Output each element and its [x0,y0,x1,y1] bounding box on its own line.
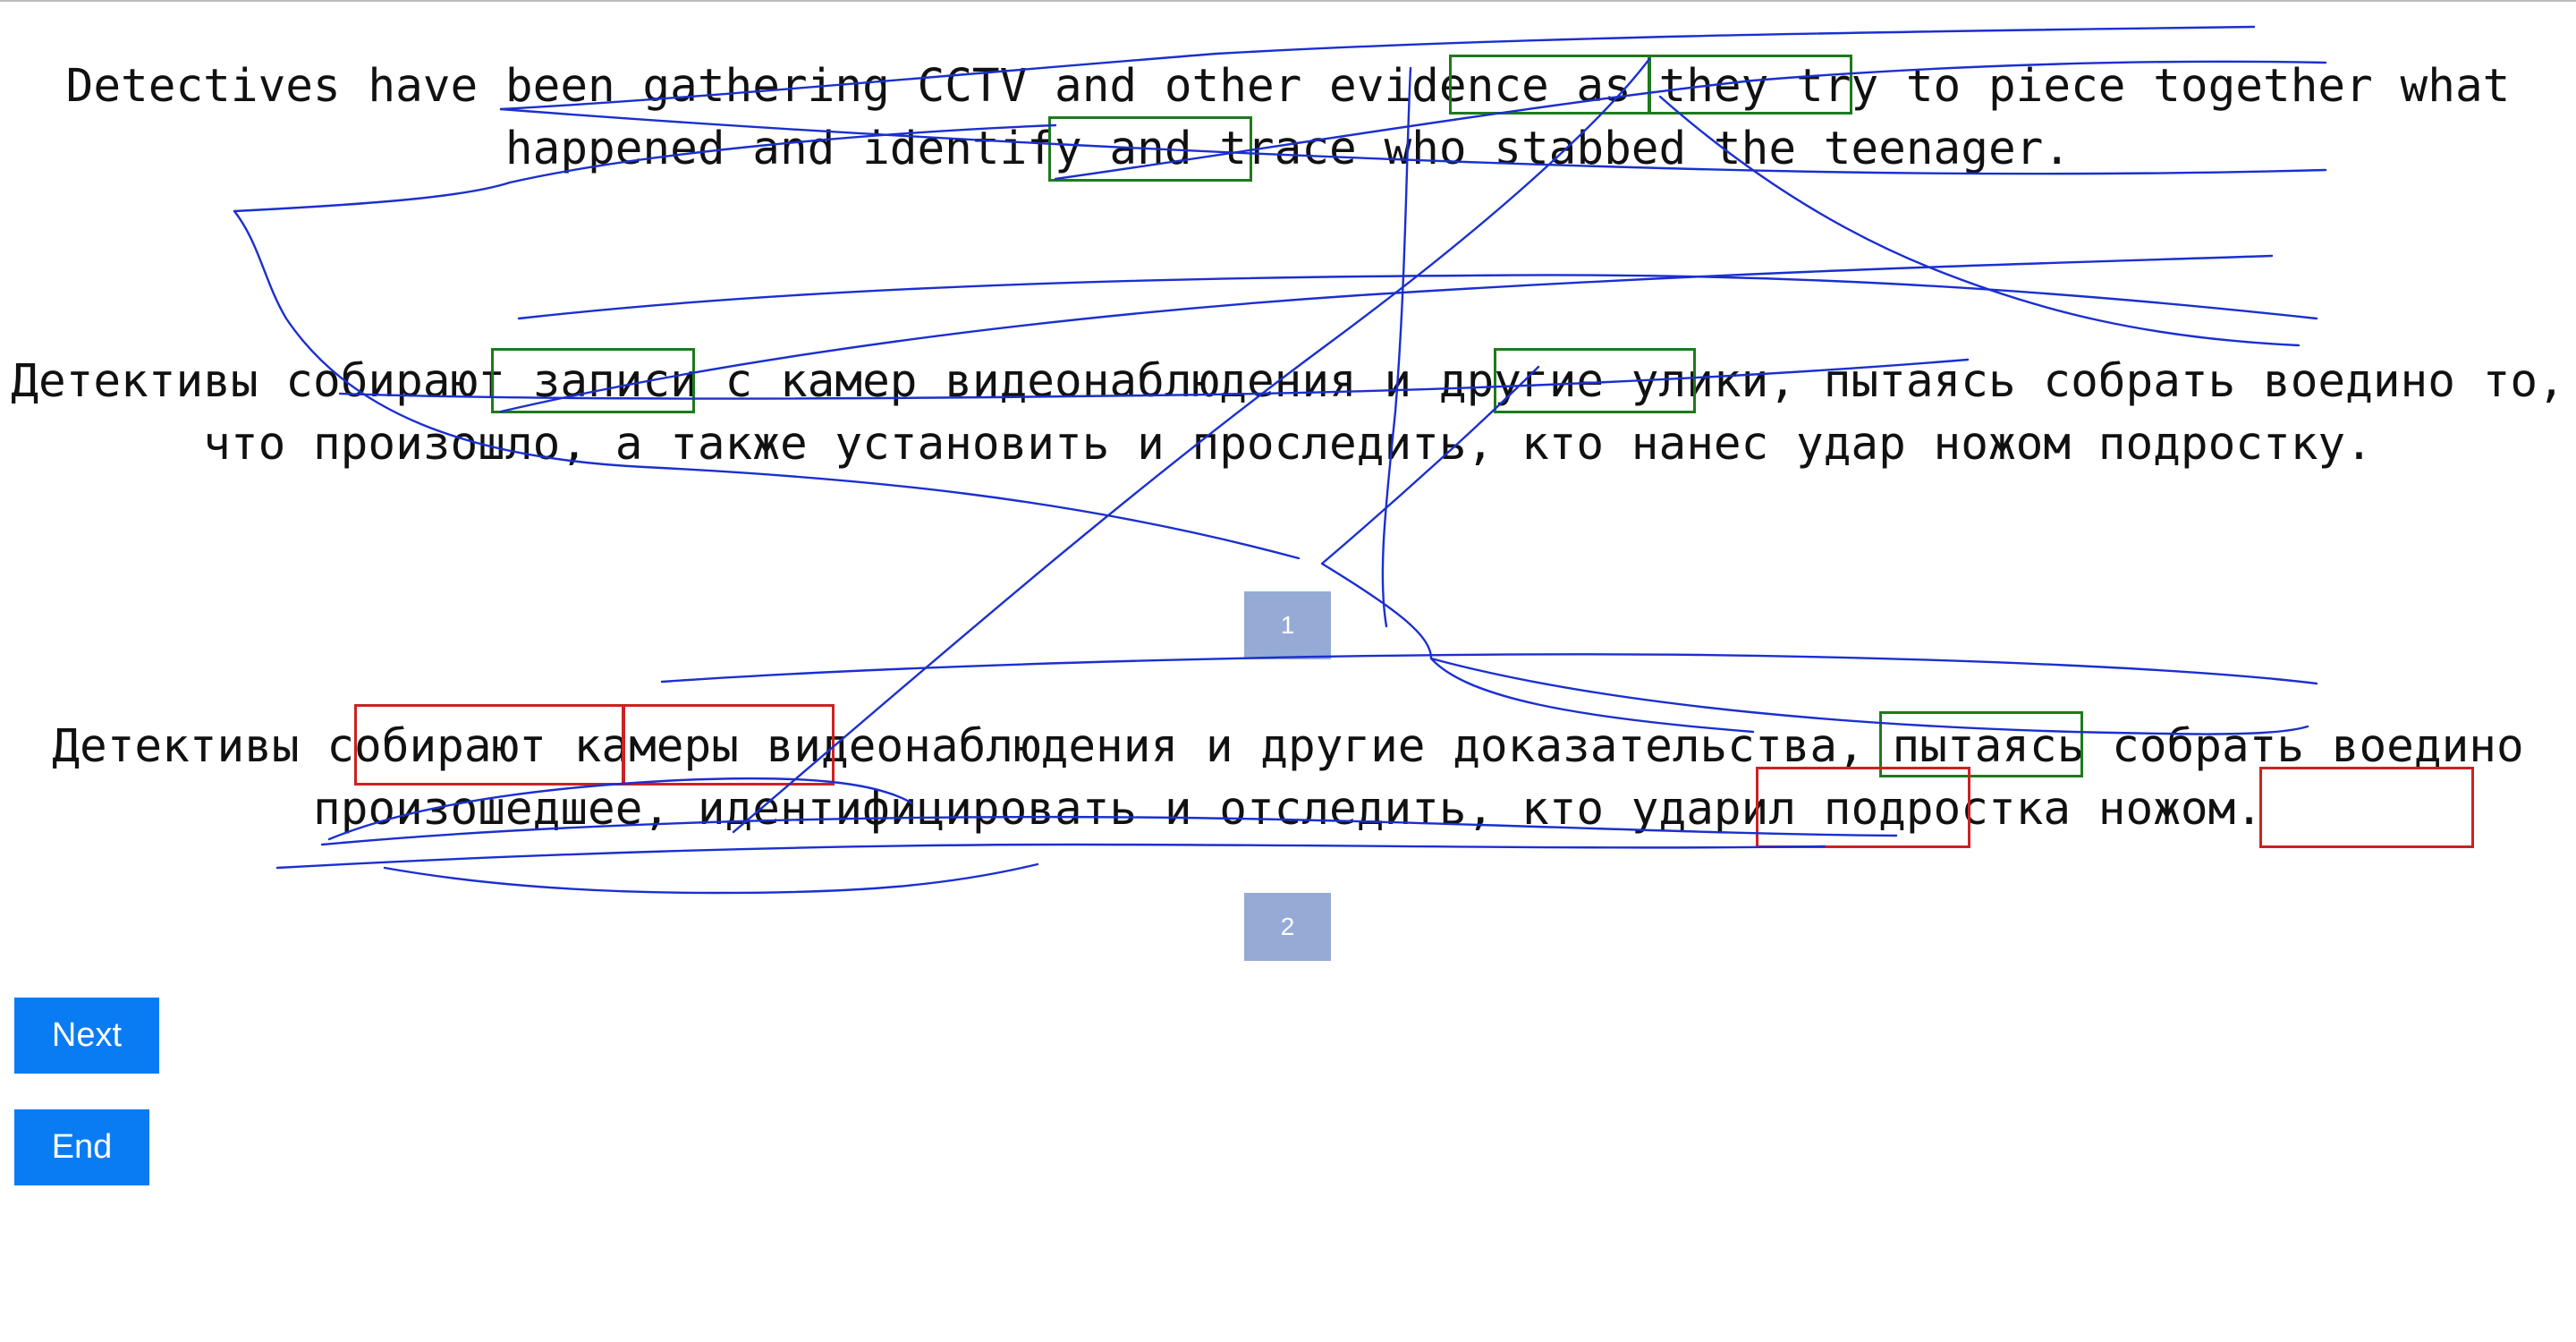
translation-label-2: 2 [1244,893,1331,961]
reference-translation: Детективы собирают записи с камер видеон… [11,355,2565,471]
source-sentence: Detectives have been gathering CCTV and … [65,60,2538,175]
next-button[interactable]: Next [14,998,159,1074]
translation-label-1: 1 [1244,591,1331,659]
top-divider [0,0,2576,2]
end-button[interactable]: End [14,1109,149,1185]
translation-2-sentence: Детективы собирают камеры видеонаблюдени… [52,720,2552,836]
